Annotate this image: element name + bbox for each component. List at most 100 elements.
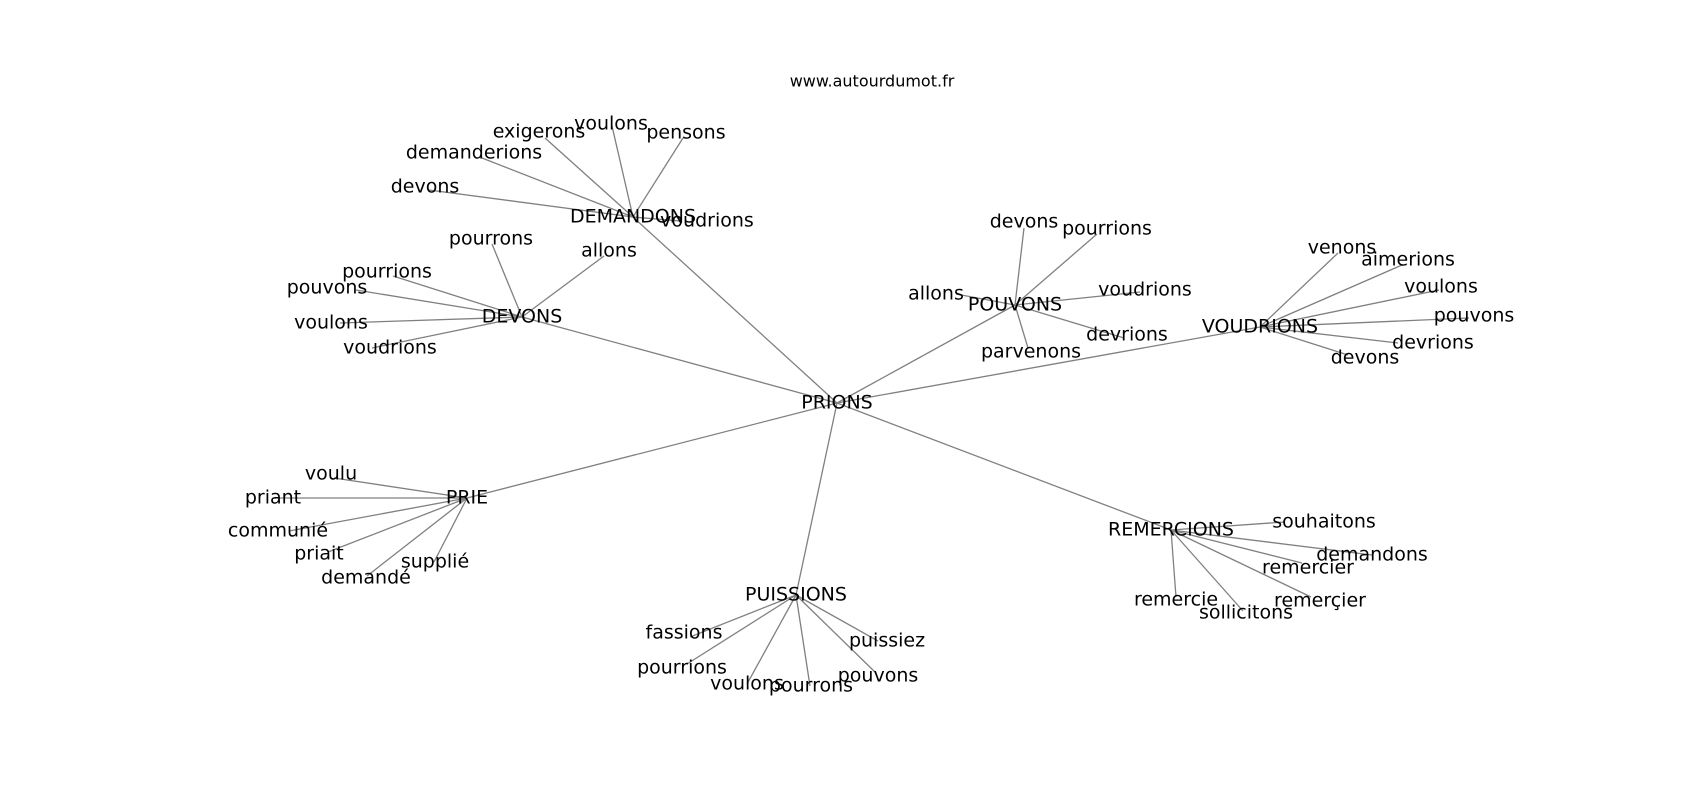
edge-devons-3 [355,289,523,318]
hub-node-prie[interactable]: PRIE [446,487,488,509]
leaf-node-prie-5[interactable]: demandé [321,567,411,589]
leaf-node-demandons-0[interactable]: exigerons [493,121,586,143]
leaf-node-demandons-4[interactable]: devons [391,176,460,198]
edge-prie-0 [333,477,468,499]
edge-pouvons-5 [1014,304,1029,349]
hub-node-pouvons[interactable]: POUVONS [968,294,1062,316]
leaf-node-voudrions-5[interactable]: devons [1331,347,1400,369]
edge-remercions-4 [1170,529,1312,598]
hub-node-voudrions[interactable]: VOUDRIONS [1202,316,1318,338]
leaf-node-devons-1[interactable]: allons [581,240,637,262]
edge-voudrions-4 [1259,326,1399,344]
leaf-node-prie-4[interactable]: supplié [401,551,469,573]
leaf-node-demandons-2[interactable]: pensons [646,122,725,144]
leaf-node-puissions-3[interactable]: pouvons [838,665,919,687]
edge-remercions-0 [1170,521,1285,531]
edge-puissions-2 [686,594,797,665]
leaf-node-prie-1[interactable]: priant [245,487,301,509]
edges-layer [274,125,1470,687]
edge-root-remercions [836,402,1172,531]
leaf-node-remercions-3[interactable]: remercie [1134,589,1218,611]
leaf-node-pouvons-5[interactable]: parvenons [981,341,1081,363]
leaf-node-puissions-4[interactable]: voulons [710,673,784,695]
edge-pouvons-0 [1014,227,1025,306]
edge-pouvons-2 [955,293,1016,306]
leaf-node-devons-5[interactable]: voudrions [343,337,437,359]
leaf-node-remercions-0[interactable]: souhaitons [1272,511,1376,533]
leaf-node-devons-3[interactable]: pouvons [287,277,368,299]
leaf-node-devons-4[interactable]: voulons [294,312,368,334]
edge-remercions-2 [1170,529,1303,564]
leaf-node-pouvons-2[interactable]: allons [908,283,964,305]
edge-demandons-2 [632,137,684,218]
hub-node-remercions[interactable]: REMERCIONS [1108,519,1234,541]
leaf-node-puissions-1[interactable]: puissiez [849,630,925,652]
edge-pouvons-1 [1014,233,1098,306]
edge-demandons-4 [428,189,634,218]
leaf-node-prie-2[interactable]: communié [228,520,328,542]
leaf-node-puissions-2[interactable]: pourrions [637,657,727,679]
leaf-node-puissions-0[interactable]: fassions [646,622,723,644]
edge-prie-3 [327,497,468,553]
edge-demandons-5 [632,216,681,222]
leaf-node-prie-0[interactable]: voulu [305,463,357,485]
edge-prie-5 [366,497,468,577]
edge-voudrions-3 [1259,317,1470,328]
source-url[interactable]: www.autourdumot.fr [790,72,955,91]
edge-root-demandons [632,216,838,404]
edge-puissions-1 [795,594,879,642]
edge-puissions-0 [689,594,797,638]
edge-root-pouvons [836,304,1016,404]
leaf-node-voudrions-0[interactable]: venons [1308,237,1377,259]
edge-pouvons-4 [1014,304,1125,339]
edge-devons-0 [491,243,523,318]
edge-puissions-3 [795,594,877,674]
edge-prie-2 [288,497,468,532]
leaf-node-demandons-1[interactable]: voulons [574,113,648,135]
edge-puissions-4 [746,594,797,685]
edge-voudrions-0 [1259,252,1339,328]
edge-demandons-1 [611,125,634,218]
leaf-node-voudrions-1[interactable]: aimerions [1361,249,1455,271]
edge-prie-4 [433,497,468,563]
hub-node-puissions[interactable]: PUISSIONS [745,584,847,606]
leaf-node-pouvons-3[interactable]: voudrions [1098,279,1192,301]
edge-voudrions-1 [1259,264,1403,328]
leaf-node-remercions-2[interactable]: remercier [1262,557,1354,579]
leaf-node-devons-2[interactable]: pourrions [342,261,432,283]
root-node[interactable]: PRIONS [801,392,873,414]
edge-root-prie [466,402,838,499]
leaf-node-voudrions-3[interactable]: pouvons [1434,305,1515,327]
hub-node-devons[interactable]: DEVONS [482,306,563,328]
leaf-node-remercions-5[interactable]: sollicitons [1199,602,1293,624]
edge-remercions-1 [1170,529,1373,556]
leaf-node-demandons-3[interactable]: demanderions [406,142,542,164]
leaf-node-pouvons-0[interactable]: devons [990,211,1059,233]
edge-root-devons [521,316,838,404]
edge-demandons-3 [481,157,634,218]
leaf-node-pouvons-1[interactable]: pourrions [1062,218,1152,240]
edge-demandons-0 [544,137,634,218]
edge-devons-1 [521,255,605,318]
leaf-node-devons-0[interactable]: pourrons [449,228,533,250]
edge-root-puissions [795,402,838,596]
leaf-node-prie-3[interactable]: priait [294,543,344,565]
leaf-node-voudrions-2[interactable]: voulons [1404,276,1478,298]
leaf-node-remercions-1[interactable]: demandons [1316,544,1428,566]
edge-puissions-5 [795,594,811,687]
edge-root-voudrions [836,326,1261,404]
leaf-node-voudrions-4[interactable]: devrions [1392,332,1474,354]
edge-pouvons-3 [1014,291,1141,306]
leaf-node-remercions-4[interactable]: remerçier [1274,590,1366,612]
leaf-node-puissions-5[interactable]: pourrons [769,675,853,697]
edge-remercions-5 [1170,529,1244,612]
labels-layer: www.autourdumot.fr exigeronsvoulonspenso… [228,72,1514,697]
edge-devons-2 [392,275,523,318]
edge-devons-4 [339,316,523,324]
edge-voudrions-2 [1259,289,1440,328]
edge-voudrions-5 [1259,326,1349,356]
leaf-node-pouvons-4[interactable]: devrions [1086,324,1168,346]
hub-node-demandons[interactable]: DEMANDONS [570,206,696,228]
leaf-node-demandons-5[interactable]: voudrions [660,210,754,232]
